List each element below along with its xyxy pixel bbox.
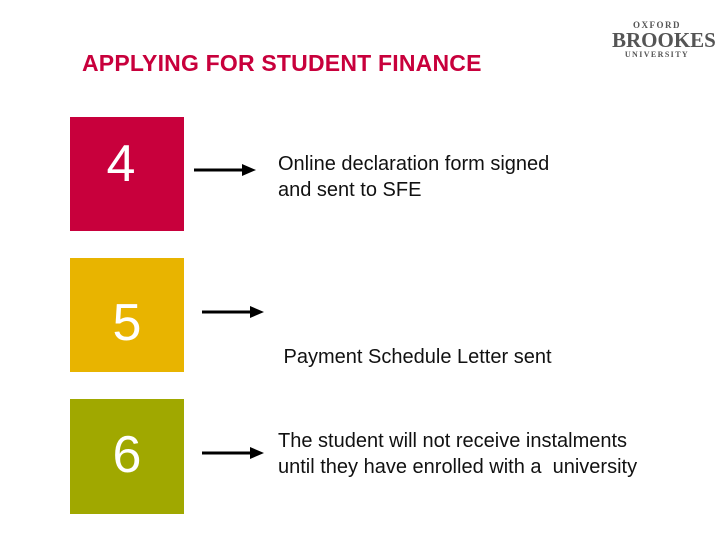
slide-title: APPLYING FOR STUDENT FINANCE xyxy=(82,50,482,76)
arrow-right-icon xyxy=(202,306,264,318)
step-6-text: The student will not receive instalments… xyxy=(278,428,637,480)
step-6-line-1: The student will not receive instalments xyxy=(278,430,628,452)
logo-line-3: UNIVERSITY xyxy=(624,50,690,59)
logo-line-1: OXFORD xyxy=(633,20,681,30)
step-6-number-box: 6 xyxy=(70,399,184,514)
step-number: 5 xyxy=(112,294,142,352)
arrow-right-icon xyxy=(202,447,264,459)
step-4-line-2: and sent to SFE xyxy=(278,179,422,201)
step-5-line-1: Payment Schedule Letter sent xyxy=(278,346,552,368)
step-4-text: Online declaration form signed and sent … xyxy=(278,151,549,203)
oxford-brookes-logo: OXFORD BROOKES UNIVERSITY xyxy=(612,20,716,60)
step-6-line-2: until they have enrolled with a universi… xyxy=(278,456,638,478)
step-4-line-1: Online declaration form signed xyxy=(278,153,550,175)
arrow-right-icon xyxy=(194,164,256,176)
step-number: 4 xyxy=(106,135,136,193)
step-4-number-box: 4 xyxy=(70,117,184,231)
step-number: 6 xyxy=(112,425,142,484)
step-5-number-box: 5 xyxy=(70,258,184,372)
step-5-text: Payment Schedule Letter sent xyxy=(278,292,552,396)
logo-line-2: BROOKES xyxy=(612,28,716,52)
